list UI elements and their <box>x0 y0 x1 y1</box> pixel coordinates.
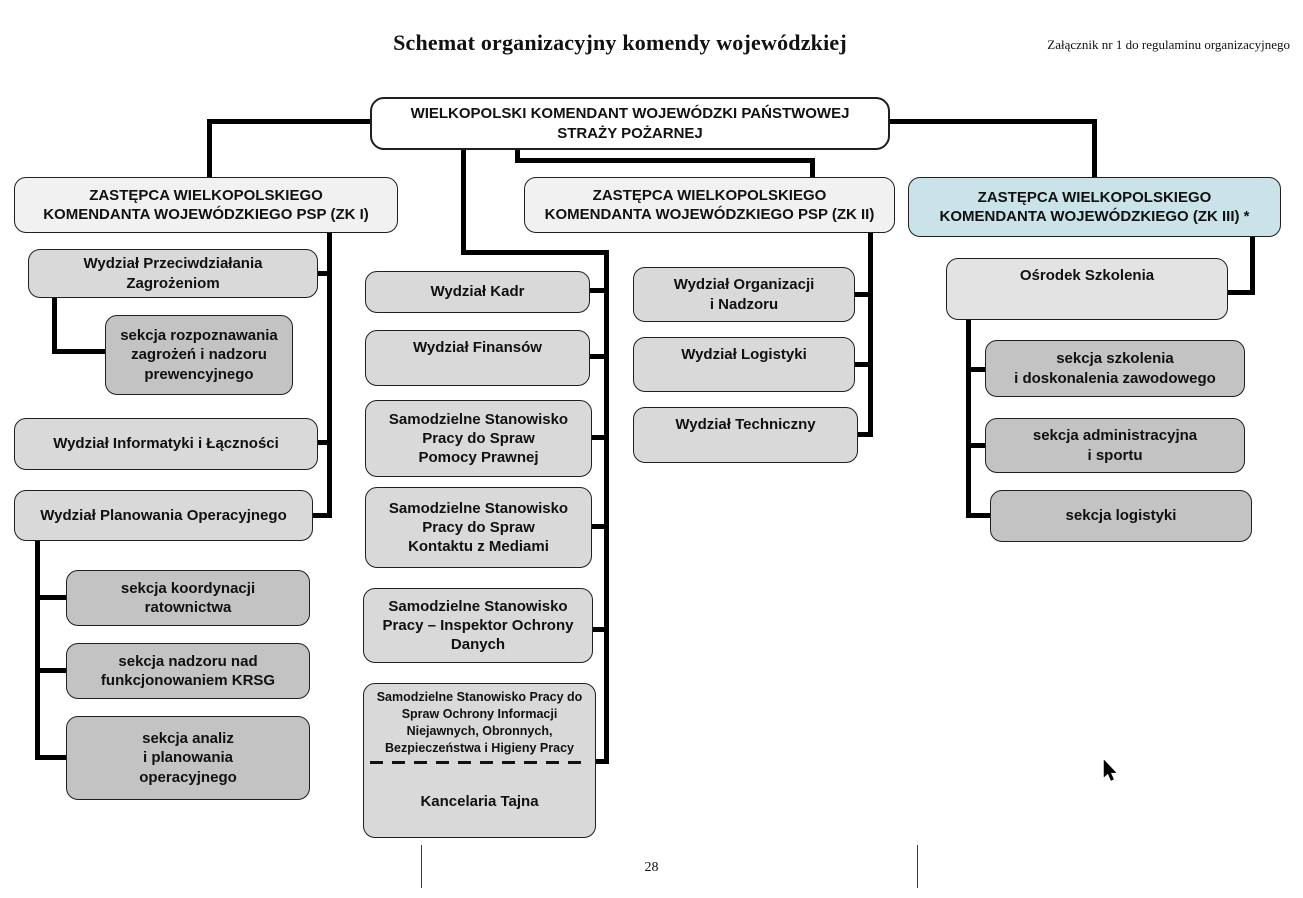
node-label: Samodzielne Stanowisko Pracy – Inspektor… <box>382 597 574 654</box>
connector <box>810 158 815 181</box>
connector <box>856 432 870 437</box>
connector <box>886 119 1097 124</box>
connector <box>591 627 606 632</box>
dashed-divider <box>370 761 589 764</box>
node-label: Samodzielne Stanowisko Pracy do Spraw Po… <box>388 410 569 467</box>
node-label: Wydział Organizacji i Nadzoru <box>673 276 815 313</box>
node-sekcja-koordynacji: sekcja koordynacji ratownictwa <box>66 570 310 626</box>
node-wydzial-logistyki: Wydział Logistyki <box>633 337 855 392</box>
connector <box>853 362 870 367</box>
connector <box>1226 290 1253 295</box>
node-wydzial-planowania: Wydział Planowania Operacyjnego <box>14 490 313 541</box>
node-label: Wydział Logistyki <box>681 346 807 363</box>
connector <box>590 524 606 529</box>
connector <box>38 595 66 600</box>
connector <box>207 119 212 181</box>
node-wydzial-przeciwdzialania: Wydział Przeciwdziałania Zagrożeniom <box>28 249 318 298</box>
node-label: sekcja administracyjna i sportu <box>1032 427 1198 464</box>
node-label: sekcja nadzoru nad funkcjonowaniem KRSG <box>100 652 276 689</box>
connector <box>590 435 606 440</box>
node-commander: WIELKOPOLSKI KOMENDANT WOJEWÓDZKI PAŃSTW… <box>370 97 890 150</box>
connector <box>35 541 40 760</box>
node-sekcja-szkolenia: sekcja szkolenia i doskonalenia zawodowe… <box>985 340 1245 397</box>
node-deputy-zk3: ZASTĘPCA WIELKOPOLSKIEGO KOMENDANTA WOJE… <box>908 177 1281 237</box>
connector <box>52 349 107 354</box>
node-wydzial-informatyki: Wydział Informatyki i Łączności <box>14 418 318 470</box>
node-ssp-kontaktu-z-mediami: Samodzielne Stanowisko Pracy do Spraw Ko… <box>365 487 592 568</box>
footer-rule-left <box>421 845 422 888</box>
connector <box>868 233 873 437</box>
connector <box>38 755 66 760</box>
node-ssp-ochrony-informacji: Samodzielne Stanowisko Pracy do Spraw Oc… <box>363 683 596 838</box>
connector <box>314 440 329 445</box>
node-wydzial-kadr: Wydział Kadr <box>365 271 590 313</box>
node-wydzial-finansow: Wydział Finansów <box>365 330 590 386</box>
node-sekcja-nadzoru: sekcja nadzoru nad funkcjonowaniem KRSG <box>66 643 310 699</box>
node-label: Samodzielne Stanowisko Pracy do Spraw Oc… <box>376 690 583 755</box>
connector <box>588 354 606 359</box>
connector <box>461 148 466 255</box>
connector <box>588 288 606 293</box>
page-number: 28 <box>644 860 659 875</box>
node-label: sekcja rozpoznawania zagrożeń i nadzoru … <box>120 327 278 383</box>
connector <box>461 250 609 255</box>
node-label: sekcja logistyki <box>1065 507 1177 525</box>
connector <box>966 320 971 518</box>
connector <box>594 759 606 764</box>
connector <box>969 513 992 518</box>
connector <box>604 250 609 764</box>
connector <box>969 443 987 448</box>
connector <box>515 148 520 163</box>
node-label: sekcja szkolenia i doskonalenia zawodowe… <box>1014 350 1216 387</box>
connector <box>311 513 329 518</box>
node-wydzial-organizacji: Wydział Organizacji i Nadzoru <box>633 267 855 322</box>
connector <box>207 119 375 124</box>
connector <box>38 668 66 673</box>
node-kancelaria-tajna-label: Kancelaria Tajna <box>420 793 539 810</box>
connector <box>314 271 329 276</box>
node-deputy-zk1: ZASTĘPCA WIELKOPOLSKIEGO KOMENDANTA WOJE… <box>14 177 398 233</box>
connector <box>969 367 987 372</box>
node-deputy-zk1-label: ZASTĘPCA WIELKOPOLSKIEGO KOMENDANTA WOJE… <box>43 186 369 223</box>
node-deputy-zk2: ZASTĘPCA WIELKOPOLSKIEGO KOMENDANTA WOJE… <box>524 177 895 233</box>
node-label: Wydział Planowania Operacyjnego <box>40 506 287 524</box>
node-label: Wydział Przeciwdziałania Zagrożeniom <box>83 255 263 292</box>
connector <box>853 292 870 297</box>
node-label: Wydział Techniczny <box>675 416 816 433</box>
node-sekcja-analiz: sekcja analiz i planowania operacyjnego <box>66 716 310 800</box>
attachment-note: Załącznik nr 1 do regulaminu organizacyj… <box>1047 37 1290 52</box>
node-label: Samodzielne Stanowisko Pracy do Spraw Ko… <box>388 499 569 556</box>
page-title: Schemat organizacyjny komendy wojewódzki… <box>393 30 847 55</box>
node-wydzial-techniczny: Wydział Techniczny <box>633 407 858 463</box>
node-sekcja-rozpoznawania: sekcja rozpoznawania zagrożeń i nadzoru … <box>105 315 293 395</box>
node-osrodek-szkolenia: Ośrodek Szkolenia <box>946 258 1228 320</box>
footer-rule-right <box>917 845 918 888</box>
connector <box>1092 119 1097 181</box>
node-commander-label: WIELKOPOLSKI KOMENDANT WOJEWÓDZKI PAŃSTW… <box>410 105 850 142</box>
node-label: Wydział Informatyki i Łączności <box>53 435 279 453</box>
connector <box>327 233 332 518</box>
node-deputy-zk2-label: ZASTĘPCA WIELKOPOLSKIEGO KOMENDANTA WOJE… <box>544 186 875 223</box>
node-sekcja-logistyki: sekcja logistyki <box>990 490 1252 542</box>
node-ssp-inspektor-ochrony-danych: Samodzielne Stanowisko Pracy – Inspektor… <box>363 588 593 663</box>
connector <box>515 158 815 163</box>
node-label: sekcja koordynacji ratownictwa <box>120 579 256 616</box>
connector <box>1250 237 1255 295</box>
connector <box>52 298 57 354</box>
node-deputy-zk3-label: ZASTĘPCA WIELKOPOLSKIEGO KOMENDANTA WOJE… <box>939 188 1250 225</box>
node-label: Wydział Kadr <box>430 283 525 301</box>
node-label: Wydział Finansów <box>413 339 542 356</box>
node-label: Ośrodek Szkolenia <box>1019 267 1155 284</box>
node-sekcja-administracyjna: sekcja administracyjna i sportu <box>985 418 1245 473</box>
node-label: sekcja analiz i planowania operacyjnego <box>139 730 237 786</box>
node-ssp-pomocy-prawnej: Samodzielne Stanowisko Pracy do Spraw Po… <box>365 400 592 477</box>
mouse-cursor-icon <box>1103 760 1117 781</box>
